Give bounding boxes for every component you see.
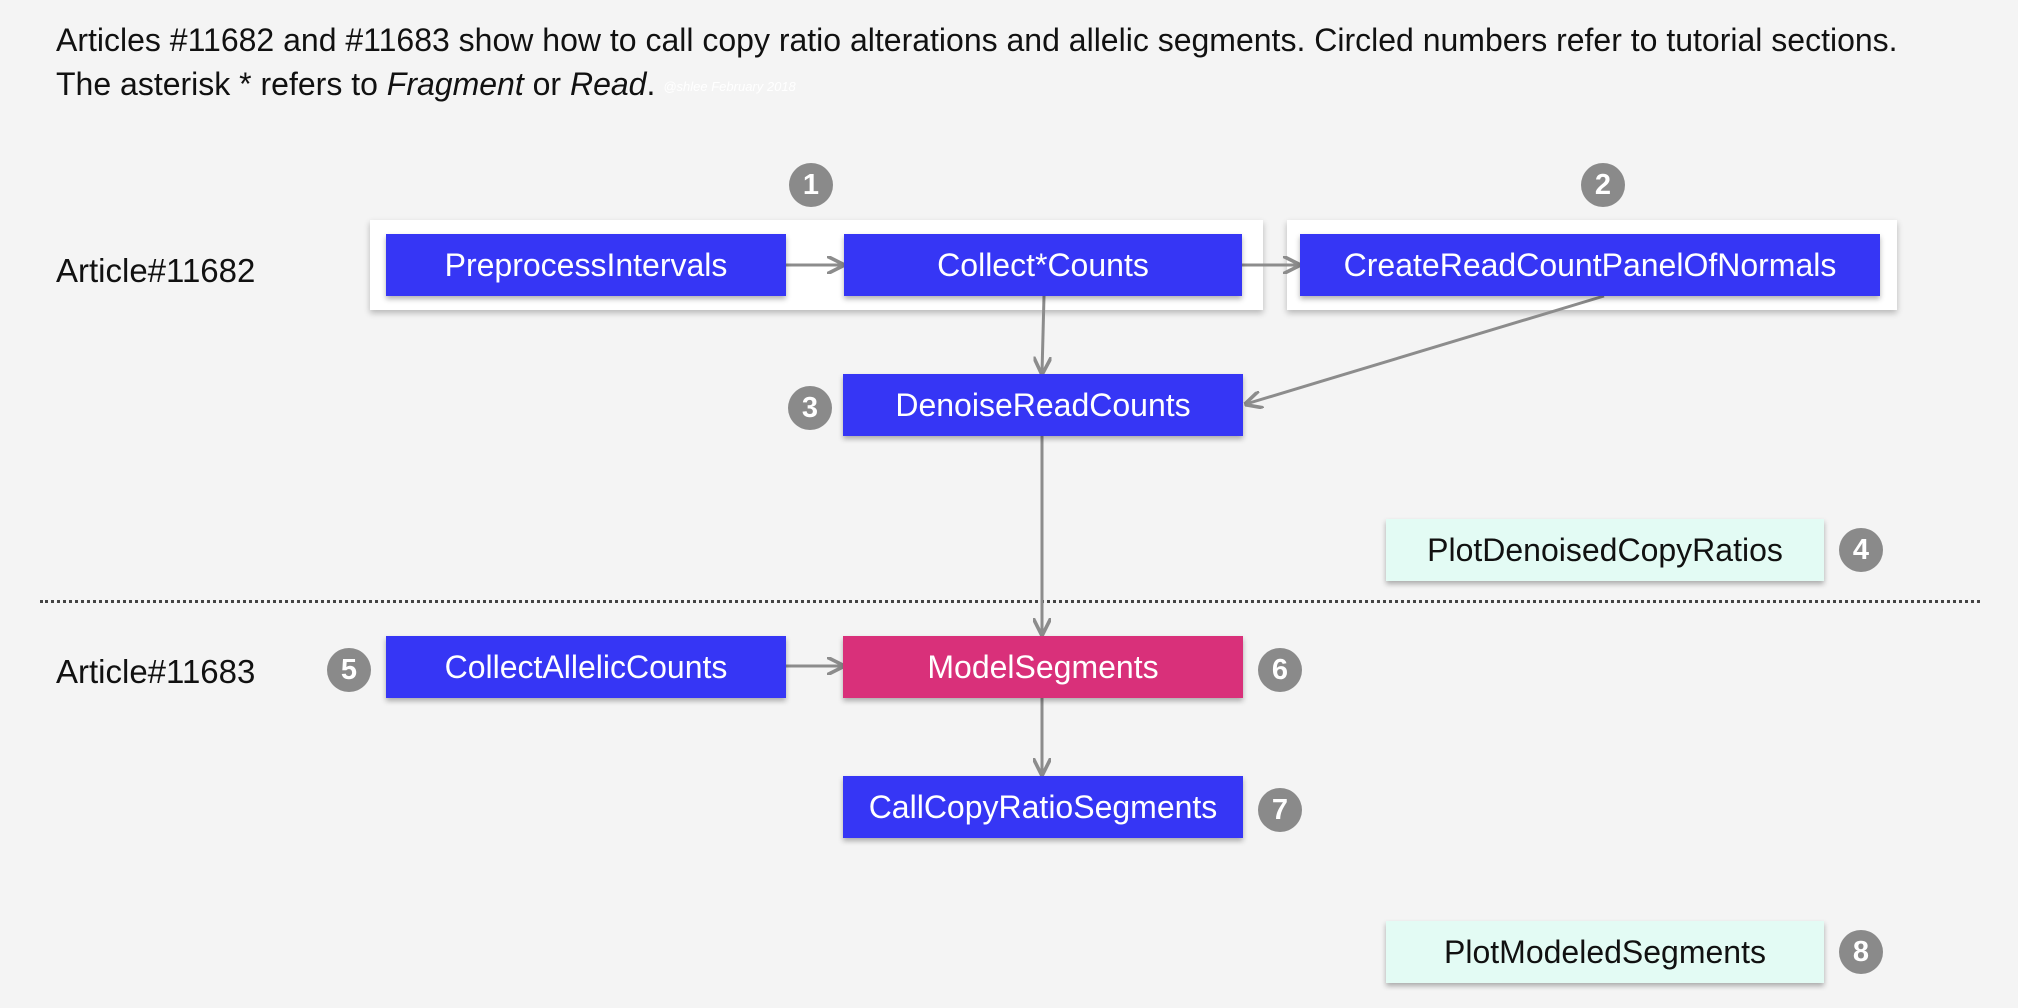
- tool-create-read-count-pon: CreateReadCountPanelOfNormals: [1300, 234, 1880, 296]
- tool-model-segments: ModelSegments: [843, 636, 1243, 698]
- caption-period: .: [646, 66, 656, 102]
- tool-collect-allelic-counts: CollectAllelicCounts: [386, 636, 786, 698]
- section-number-3: 3: [788, 386, 832, 430]
- section-number-2: 2: [1581, 163, 1625, 207]
- arrow-collect-to-denoise: [1042, 295, 1044, 373]
- tool-collect-counts: Collect*Counts: [844, 234, 1242, 296]
- tool-call-copy-ratio-segments: CallCopyRatioSegments: [843, 776, 1243, 838]
- section-number-8: 8: [1839, 930, 1883, 974]
- section-number-1: 1: [789, 163, 833, 207]
- article-divider: [40, 600, 1980, 603]
- section-number-5: 5: [327, 648, 371, 692]
- section-number-7: 7: [1258, 788, 1302, 832]
- caption-text: Articles #11682 and #11683 show how to c…: [56, 22, 1898, 102]
- section-number-4: 4: [1839, 528, 1883, 572]
- caption-or: or: [523, 66, 570, 102]
- tool-plot-modeled-segments: PlotModeledSegments: [1386, 921, 1824, 983]
- section-number-6: 6: [1258, 648, 1302, 692]
- tool-plot-denoised-copy-ratios: PlotDenoisedCopyRatios: [1386, 519, 1824, 581]
- caption-read: Read: [569, 66, 647, 102]
- caption-fragment: Fragment: [386, 66, 524, 102]
- arrow-pon-to-denoise: [1246, 294, 1605, 404]
- article-label-11682: Article#11682: [56, 252, 256, 289]
- watermark: @shlee February 2018: [663, 78, 796, 94]
- tool-preprocess-intervals: PreprocessIntervals: [386, 234, 786, 296]
- diagram-caption: Articles #11682 and #11683 show how to c…: [56, 18, 1956, 109]
- tool-denoise-read-counts: DenoiseReadCounts: [843, 374, 1243, 436]
- article-label-11683: Article#11683: [56, 653, 256, 690]
